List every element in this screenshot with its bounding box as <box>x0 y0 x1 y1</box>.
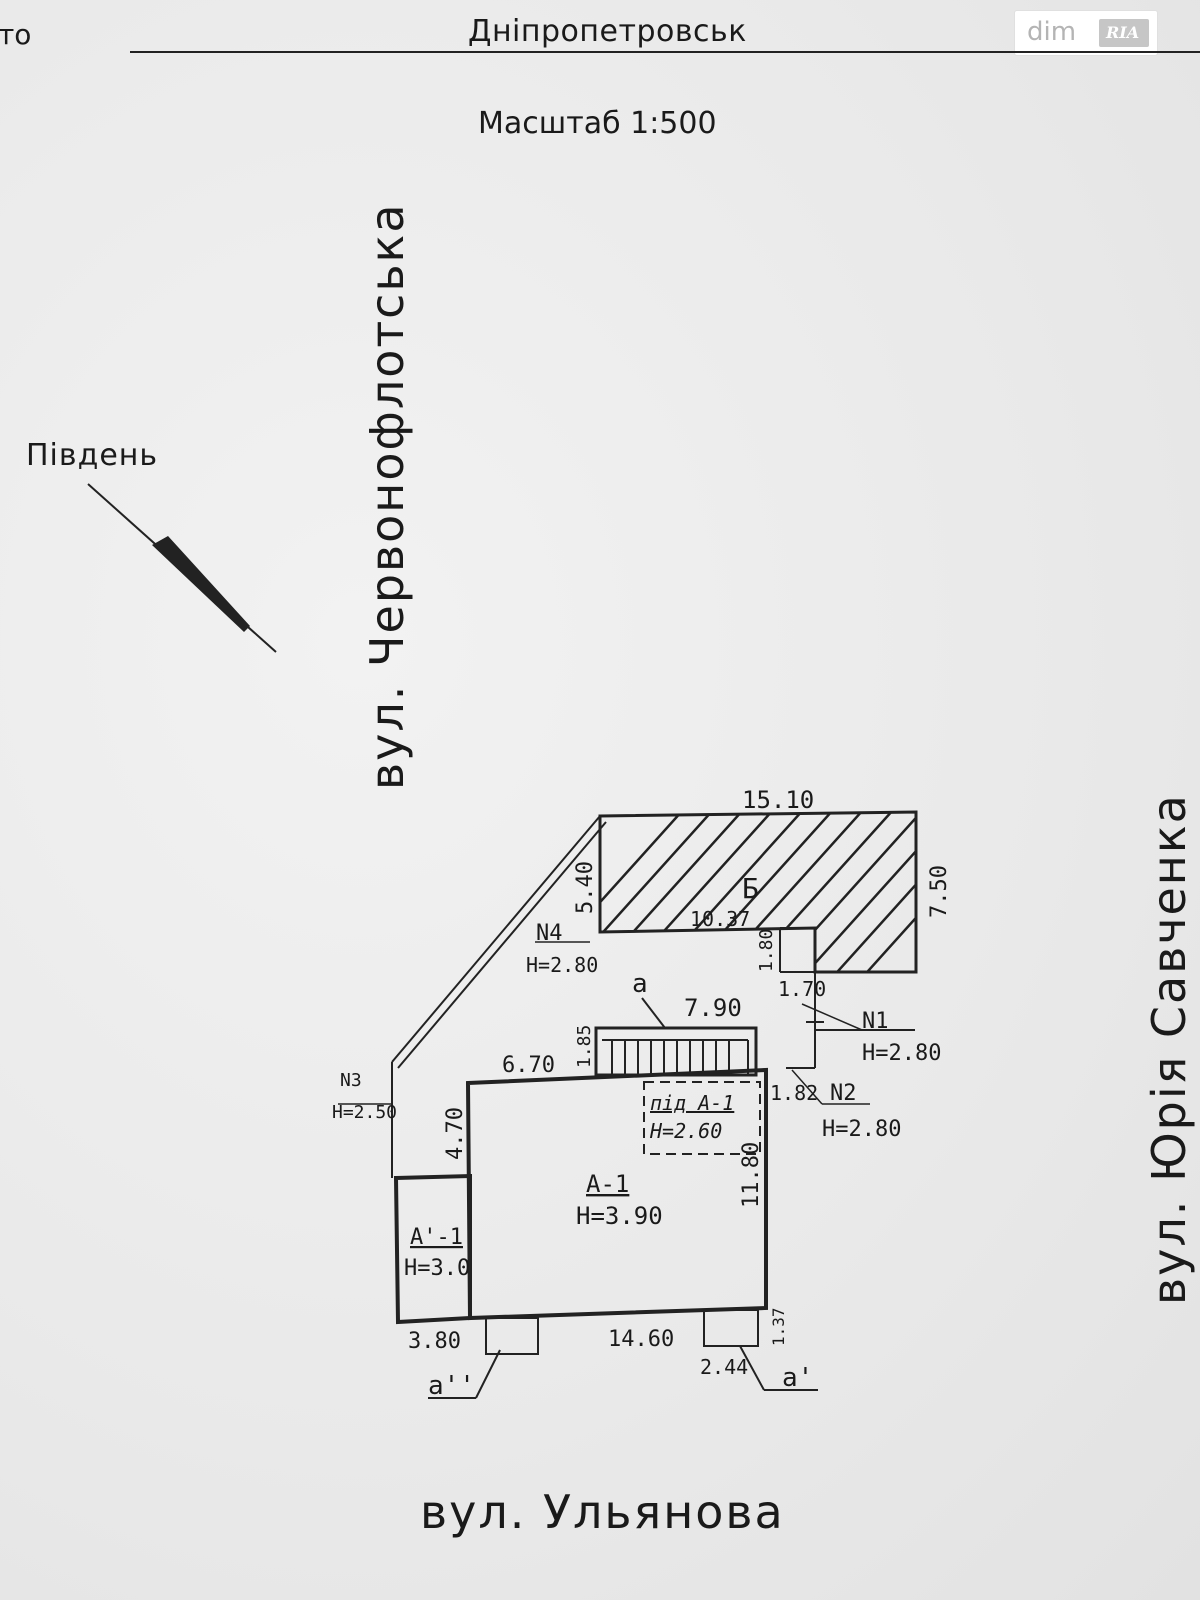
fence-n1-height: Н=2.80 <box>862 1041 941 1066</box>
building-a1-prime-height: Н=3.0 <box>404 1256 470 1281</box>
dim-2-44: 2.44 <box>700 1355 748 1379</box>
compass-arrow-icon <box>87 483 277 653</box>
fence-n1-label: N1 <box>862 1009 889 1034</box>
dim-1-80: 1.80 <box>756 929 777 972</box>
scale-label: Масштаб 1:500 <box>478 106 717 141</box>
porch-a1-label: а' <box>782 1363 813 1393</box>
fence-n4 <box>391 815 607 1178</box>
dim-1-85: 1.85 <box>574 1025 595 1068</box>
compass-label: Південь <box>26 438 159 473</box>
building-a1-label: А-1 <box>586 1170 629 1198</box>
dim-10-37: 10.37 <box>690 907 750 931</box>
porch-a2 <box>485 1317 539 1355</box>
fence-n4-label: N4 <box>536 921 563 946</box>
building-a1-prime-label: А'-1 <box>410 1225 463 1250</box>
dim-11-80: 11.80 <box>739 1142 764 1208</box>
city-title: Дніпропетровськ <box>468 14 747 49</box>
fence-n2-label: N2 <box>830 1081 857 1106</box>
porch-a1 <box>703 1309 759 1347</box>
basement-height: Н=2.60 <box>649 1119 722 1143</box>
dim-6-70: 6.70 <box>502 1053 555 1078</box>
watermark-text: dim <box>1027 17 1077 47</box>
porch-a2-label: а'' <box>428 1371 475 1401</box>
building-b-label: Б <box>742 872 759 905</box>
fence-n3-height: Н=2.50 <box>332 1102 397 1123</box>
dim-3-80: 3.80 <box>408 1329 461 1354</box>
porch-a <box>594 997 758 1077</box>
dim-4-70: 4.70 <box>443 1107 468 1160</box>
dim-14-60: 14.60 <box>608 1327 674 1352</box>
dim-1-70: 1.70 <box>778 977 826 1001</box>
fence-n3-label: N3 <box>340 1070 362 1091</box>
fence-n1 <box>786 972 915 1069</box>
street-bottom-label: вул. Ульянова <box>420 1485 785 1539</box>
watermark-logo: dim RIA <box>1014 10 1158 56</box>
dim-1-37: 1.37 <box>769 1307 788 1346</box>
header-corner-fragment: то <box>0 18 32 51</box>
watermark-badge: RIA <box>1099 19 1149 47</box>
building-a1-prime <box>393 1173 472 1325</box>
dim-1-82: 1.82 <box>770 1081 818 1105</box>
dim-7-90: 7.90 <box>684 994 742 1022</box>
porch-a-label: а <box>632 969 648 999</box>
dim-15-10: 15.10 <box>742 786 814 814</box>
dim-7-50: 7.50 <box>927 865 952 918</box>
fence-n4-height: Н=2.80 <box>526 953 598 977</box>
building-a1-height: Н=3.90 <box>576 1202 663 1230</box>
basement-outline <box>643 1081 761 1155</box>
fence-n2-height: Н=2.80 <box>822 1117 901 1142</box>
basement-label: під А-1 <box>650 1091 734 1115</box>
dim-5-40: 5.40 <box>573 861 598 914</box>
